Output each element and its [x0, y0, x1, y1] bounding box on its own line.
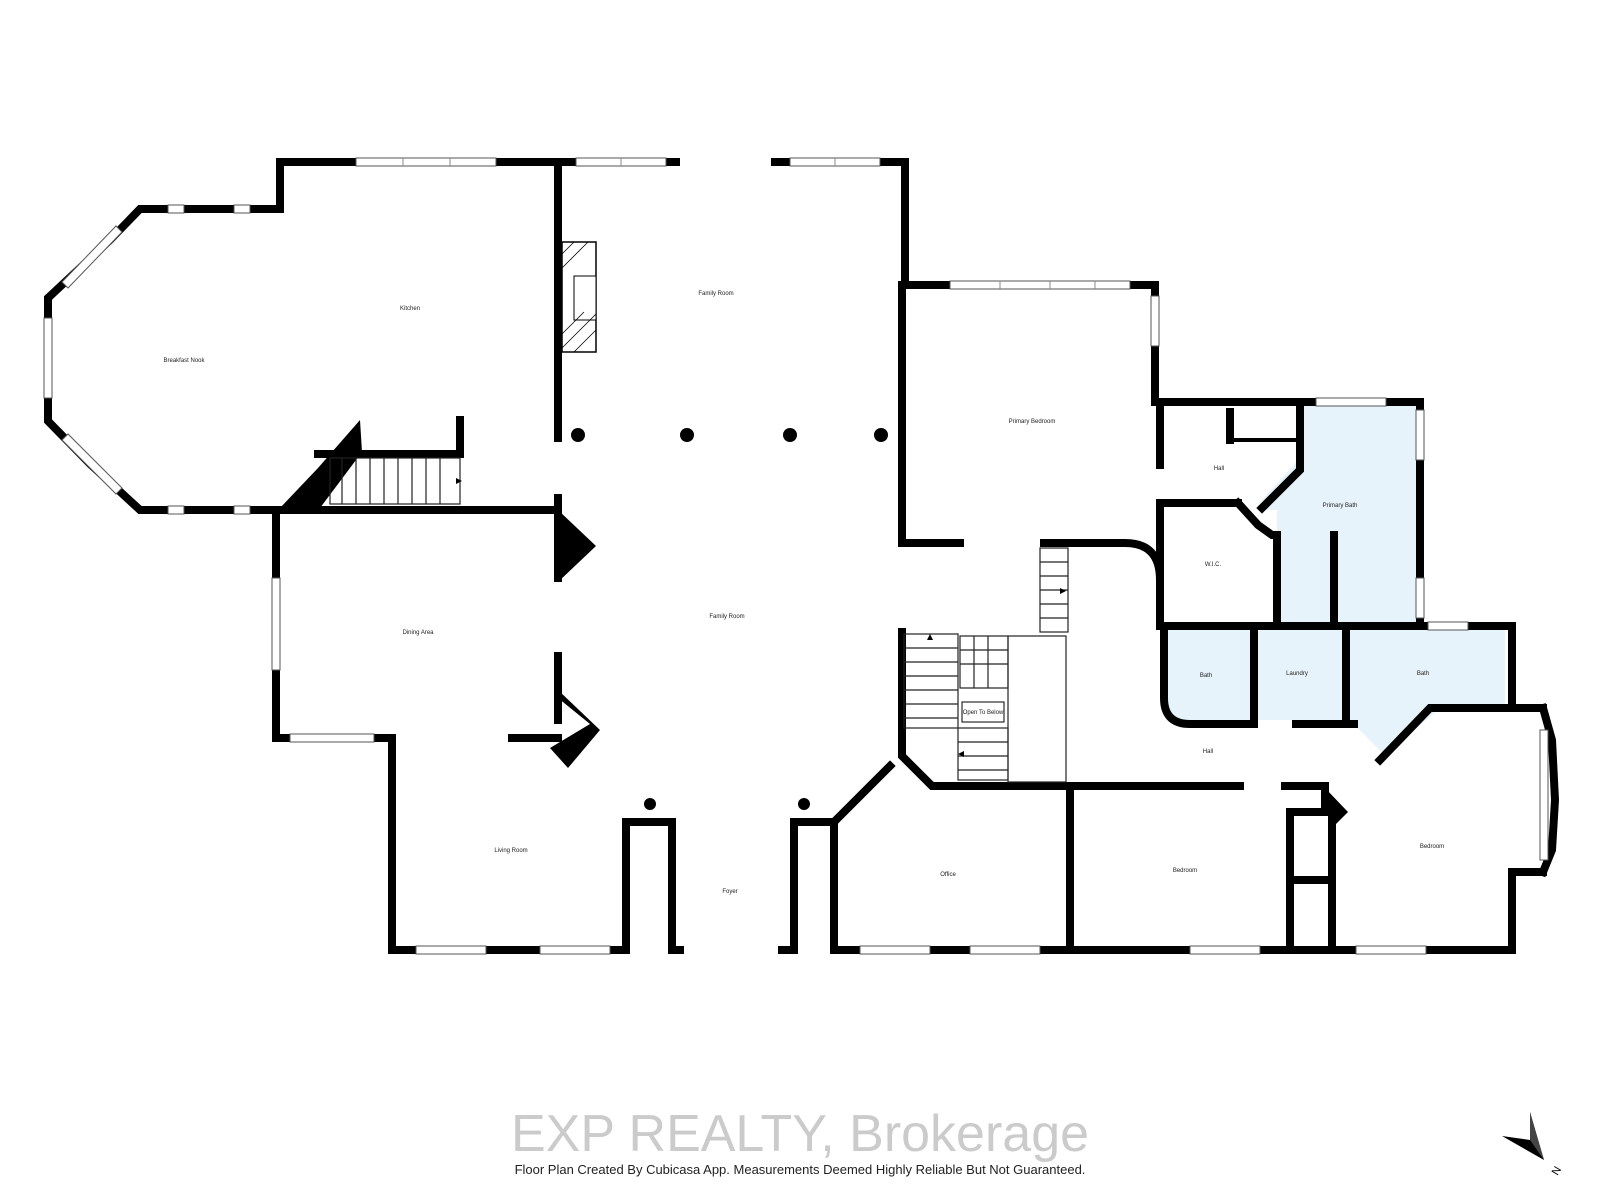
room-labels: Breakfast Nook Kitchen Family Room Famil…	[163, 291, 1444, 895]
room-label-bath-left: Bath	[1200, 673, 1212, 679]
room-label-laundry: Laundry	[1286, 671, 1308, 677]
columns	[571, 428, 888, 810]
room-label-bath-right: Bath	[1417, 671, 1429, 677]
brokerage-watermark: EXP REALTY, Brokerage	[510, 1105, 1090, 1163]
fireplace	[561, 241, 597, 353]
floor-plan-disclaimer: Floor Plan Created By Cubicasa App. Meas…	[514, 1162, 1086, 1177]
bath-left-fill	[1167, 630, 1252, 720]
room-label-hall-upper: Hall	[1214, 466, 1224, 472]
compass-label: N	[1550, 1165, 1564, 1178]
primary-bath-fill	[1256, 404, 1418, 626]
room-label-dining-area: Dining Area	[402, 630, 434, 636]
laundry-fill	[1256, 630, 1344, 720]
room-label-primary-bath: Primary Bath	[1323, 503, 1358, 509]
room-label-office: Office	[940, 872, 956, 878]
room-label-primary-bedroom: Primary Bedroom	[1009, 419, 1056, 425]
room-label-foyer: Foyer	[722, 889, 737, 895]
stairs	[329, 457, 1069, 783]
room-label-kitchen: Kitchen	[400, 306, 420, 312]
bath-right-fill	[1348, 630, 1505, 756]
walls	[44, 158, 1560, 954]
room-label-hall-lower: Hall	[1203, 749, 1213, 755]
room-label-wic: W.I.C.	[1205, 562, 1222, 568]
room-label-bedroom-right: Bedroom	[1420, 844, 1444, 850]
room-label-open-to-below: Open To Below	[963, 710, 1004, 716]
north-arrow-icon: N	[1502, 1112, 1564, 1178]
windows	[43, 157, 1549, 955]
room-label-family-room-main: Family Room	[709, 614, 744, 620]
wet-room-fills	[1167, 404, 1505, 756]
room-label-bedroom-middle: Bedroom	[1173, 868, 1197, 874]
room-label-living-room: Living Room	[494, 848, 527, 854]
room-label-breakfast-nook: Breakfast Nook	[163, 358, 205, 364]
room-label-family-room-upper: Family Room	[698, 291, 733, 297]
